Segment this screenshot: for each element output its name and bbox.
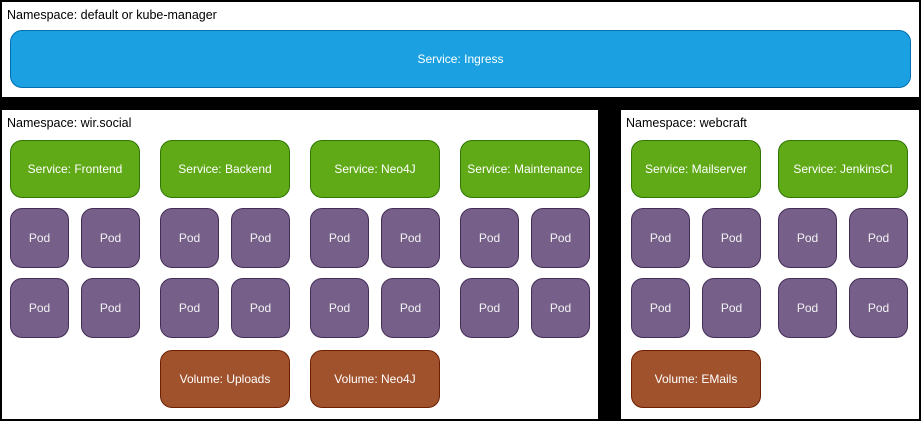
service-columns: Service: Frontend Pod Pod Pod Pod Servic… — [10, 140, 590, 408]
service-maintenance-box: Service: Maintenance — [460, 140, 590, 198]
namespace-panel-default: Namespace: default or kube-manager Servi… — [2, 2, 919, 97]
pod-box: Pod — [460, 278, 519, 338]
pod-box: Pod — [231, 208, 290, 268]
pod-row: Pod Pod — [160, 278, 290, 338]
pod-box: Pod — [778, 278, 837, 338]
pod-box: Pod — [849, 208, 908, 268]
pod-row: Pod Pod — [160, 208, 290, 268]
pod-row: Pod Pod — [460, 208, 590, 268]
column-frontend: Service: Frontend Pod Pod Pod Pod — [10, 140, 140, 338]
pod-box: Pod — [460, 208, 519, 268]
pod-box: Pod — [702, 278, 761, 338]
column-neo4j: Service: Neo4J Pod Pod Pod Pod Volume: N… — [310, 140, 440, 408]
pod-row: Pod Pod — [631, 278, 761, 338]
pod-box: Pod — [310, 278, 369, 338]
pod-box: Pod — [381, 208, 440, 268]
pod-box: Pod — [631, 208, 690, 268]
pod-box: Pod — [849, 278, 908, 338]
namespace-panel-wir-social: Namespace: wir.social Service: Frontend … — [2, 110, 598, 419]
pod-box: Pod — [778, 208, 837, 268]
pod-box: Pod — [310, 208, 369, 268]
pod-box: Pod — [531, 278, 590, 338]
pod-row: Pod Pod — [631, 208, 761, 268]
pod-row: Pod Pod — [10, 208, 140, 268]
namespace-label: Namespace: wir.social — [7, 116, 132, 130]
service-mailserver-box: Service: Mailserver — [631, 140, 761, 198]
column-backend: Service: Backend Pod Pod Pod Pod Volume:… — [160, 140, 290, 408]
namespace-panel-webcraft: Namespace: webcraft Service: Mailserver … — [621, 110, 919, 419]
pod-box: Pod — [81, 208, 140, 268]
pod-row: Pod Pod — [460, 278, 590, 338]
column-maintenance: Service: Maintenance Pod Pod Pod Pod — [460, 140, 590, 338]
pod-box: Pod — [10, 208, 69, 268]
volume-emails-box: Volume: EMails — [631, 350, 761, 408]
column-jenkinsci: Service: JenkinsCI Pod Pod Pod Pod — [778, 140, 908, 338]
column-mailserver: Service: Mailserver Pod Pod Pod Pod Volu… — [631, 140, 761, 408]
pod-box: Pod — [160, 208, 219, 268]
service-ingress-box: Service: Ingress — [10, 30, 911, 88]
pod-box: Pod — [231, 278, 290, 338]
pod-box: Pod — [381, 278, 440, 338]
service-frontend-box: Service: Frontend — [10, 140, 140, 198]
pod-row: Pod Pod — [310, 208, 440, 268]
pod-box: Pod — [10, 278, 69, 338]
service-jenkinsci-box: Service: JenkinsCI — [778, 140, 908, 198]
pod-box: Pod — [631, 278, 690, 338]
pod-box: Pod — [160, 278, 219, 338]
pod-box: Pod — [531, 208, 590, 268]
pod-box: Pod — [81, 278, 140, 338]
volume-uploads-box: Volume: Uploads — [160, 350, 290, 408]
pod-row: Pod Pod — [778, 208, 908, 268]
pod-row: Pod Pod — [310, 278, 440, 338]
pod-row: Pod Pod — [10, 278, 140, 338]
pod-row: Pod Pod — [778, 278, 908, 338]
service-backend-box: Service: Backend — [160, 140, 290, 198]
namespace-label: Namespace: default or kube-manager — [7, 8, 217, 22]
service-columns: Service: Mailserver Pod Pod Pod Pod Volu… — [631, 140, 908, 408]
namespace-label: Namespace: webcraft — [626, 116, 747, 130]
volume-neo4j-box: Volume: Neo4J — [310, 350, 440, 408]
pod-box: Pod — [702, 208, 761, 268]
service-neo4j-box: Service: Neo4J — [310, 140, 440, 198]
